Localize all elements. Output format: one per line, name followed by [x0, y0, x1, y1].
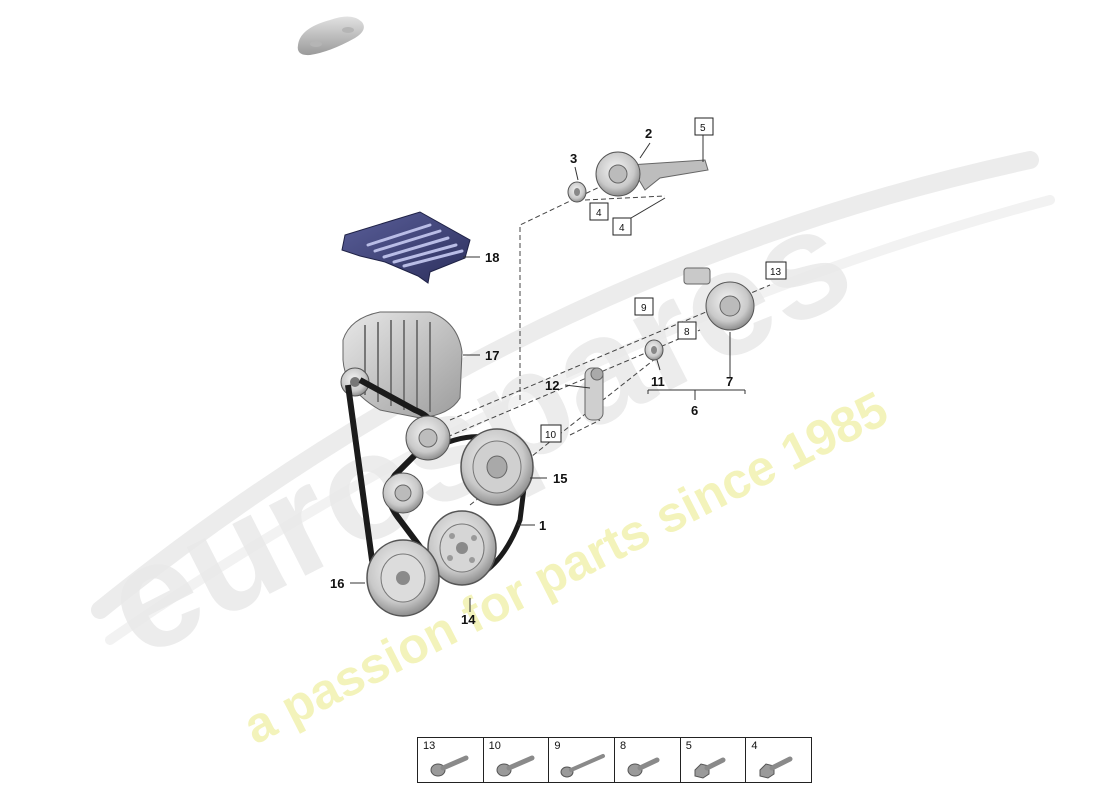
bolt-cell-13[interactable]: 13	[418, 738, 484, 782]
boxed-ref-8-label: 8	[684, 327, 690, 338]
boxed-ref-13-label: 13	[770, 267, 782, 278]
boxed-ref-4a-label: 4	[596, 208, 602, 219]
part-12-damper[interactable]	[584, 367, 604, 421]
bolt-icon	[694, 757, 726, 779]
boxed-ref-13: 13	[765, 261, 787, 280]
idler-pulley-upper	[405, 415, 451, 461]
bolt-icon	[759, 756, 793, 779]
car-silhouette-icon	[297, 16, 364, 56]
callout-14: 14	[461, 612, 476, 627]
boxed-4-leader	[630, 197, 666, 219]
bolt-cell-number: 13	[423, 740, 436, 752]
boxed-ref-9: 9	[634, 297, 654, 316]
bolt-cell-number: 10	[488, 740, 501, 752]
leader-lines	[350, 135, 746, 612]
callout-15: 15	[553, 471, 567, 486]
bolt-cell-10[interactable]: 10	[484, 738, 550, 782]
part-11-washer[interactable]	[644, 339, 664, 361]
bolt-icon	[560, 754, 606, 778]
boxed-ref-5: 5	[694, 117, 714, 136]
boxed-ref-10: 10	[540, 424, 562, 443]
part-14-pulley[interactable]	[366, 539, 440, 617]
boxed-ref-4b-label: 4	[619, 223, 625, 234]
part-2-tensioner[interactable]	[595, 151, 709, 197]
callout-7: 7	[726, 374, 733, 389]
callout-2: 2	[645, 126, 652, 141]
part-1-pulley[interactable]	[427, 510, 497, 586]
callout-18: 18	[485, 250, 499, 265]
part-7-idler[interactable]	[683, 267, 755, 331]
part-15-pulley[interactable]	[460, 428, 534, 506]
bolt-cell-9[interactable]: 9	[549, 738, 616, 782]
bolt-cell-5[interactable]: 5	[681, 738, 747, 782]
boxed-ref-9-label: 9	[641, 303, 647, 314]
bolt-icon	[430, 755, 469, 777]
callout-12: 12	[545, 378, 559, 393]
part-17-alternator[interactable]	[340, 311, 463, 419]
boxed-ref-10-label: 10	[545, 430, 557, 441]
bolt-cell-number: 4	[751, 740, 758, 752]
idler-pulley-middle	[382, 472, 424, 514]
bolt-cell-number: 9	[554, 740, 561, 752]
bolt-icon	[496, 755, 535, 777]
boxed-ref-4a: 4	[589, 202, 609, 221]
bolt-cell-number: 8	[620, 740, 627, 752]
callout-3: 3	[570, 151, 577, 166]
bolt-cell-8[interactable]: 8	[615, 738, 681, 782]
bolt-icon	[627, 757, 660, 777]
boxed-ref-4b: 4	[612, 217, 632, 236]
part-3-washer[interactable]	[567, 181, 587, 203]
watermark: eurospares a passion for parts since 198…	[78, 151, 1055, 755]
bolt-parts-table: 13 10 9 8 5 4	[417, 737, 812, 783]
bolt-cell-4[interactable]: 4	[746, 738, 811, 782]
callout-16: 16	[330, 576, 344, 591]
callout-6: 6	[691, 403, 698, 418]
callout-11: 11	[651, 374, 665, 389]
callout-1: 1	[539, 518, 546, 533]
boxed-ref-8: 8	[677, 321, 697, 340]
part-18-cover[interactable]	[341, 211, 471, 284]
boxed-ref-5-label: 5	[700, 123, 706, 134]
bolt-cell-number: 5	[685, 740, 692, 752]
callout-17: 17	[485, 348, 499, 363]
